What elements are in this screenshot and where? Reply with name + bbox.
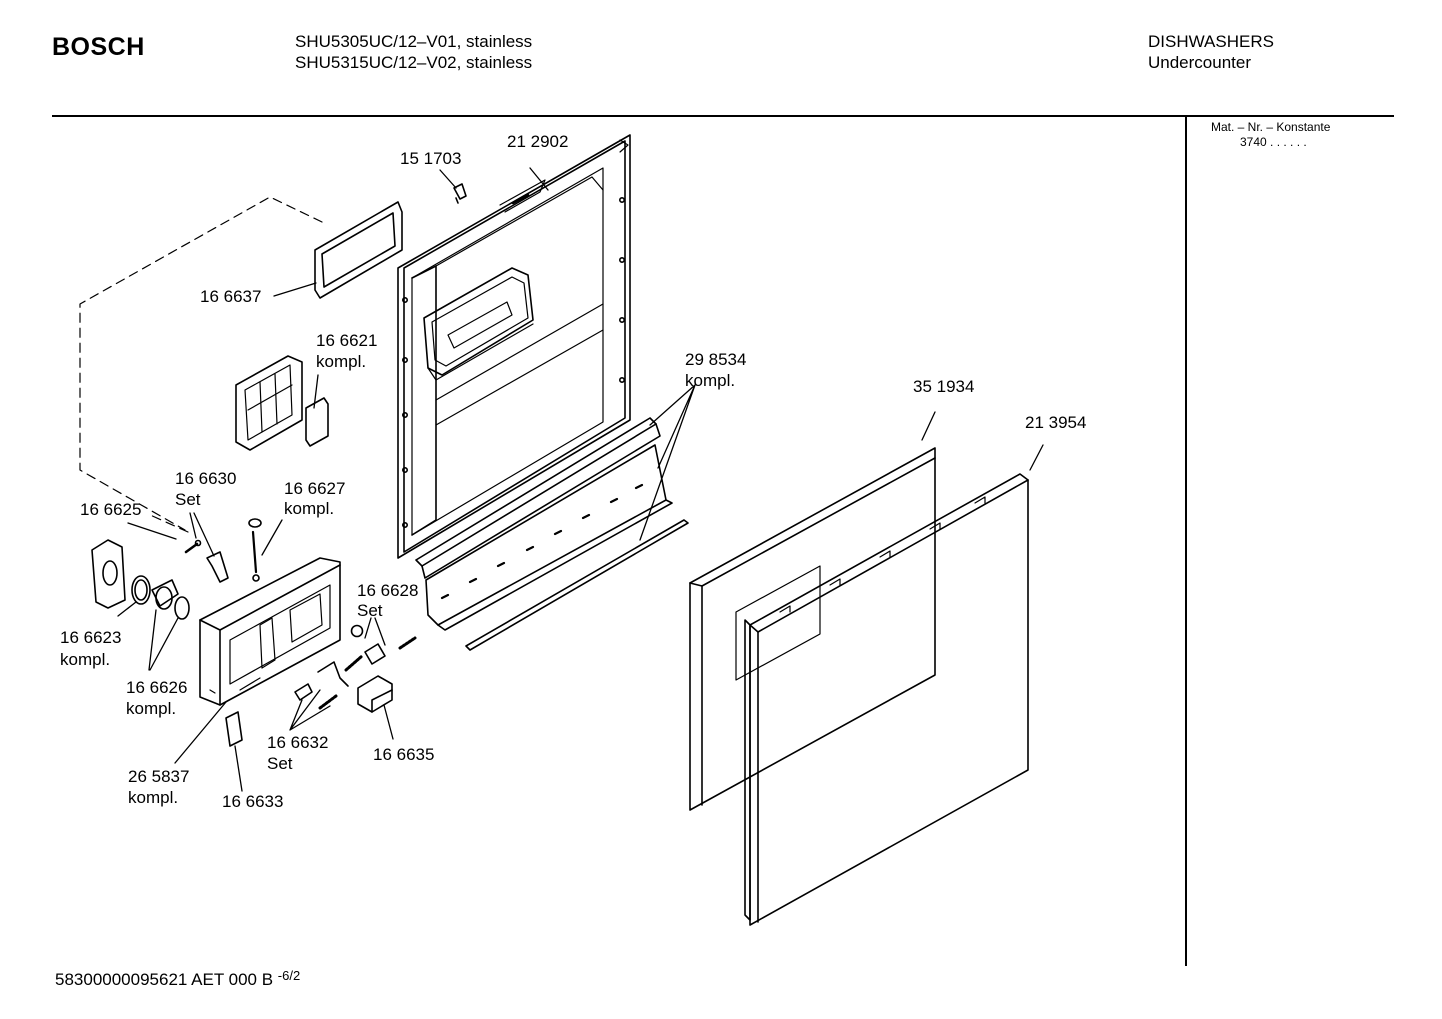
part-label-298534-suffix: kompl. xyxy=(685,371,735,390)
rod-166627 xyxy=(248,518,262,582)
panel-frame-166637 xyxy=(314,201,403,299)
part-label-166628: 16 6628 xyxy=(357,581,418,600)
material-number-value: 3740 . . . . . . xyxy=(1240,135,1307,149)
control-housing-265837 xyxy=(199,557,341,706)
brand-logo: BOSCH xyxy=(52,33,145,61)
clip-166633 xyxy=(225,711,243,747)
category-line: Undercounter xyxy=(1148,53,1252,72)
part-label-212902: 21 2902 xyxy=(507,132,568,151)
clip-set-166630 xyxy=(184,539,229,583)
part-label-166625: 16 6625 xyxy=(80,500,141,519)
part-label-166621: 16 6621 xyxy=(316,331,377,350)
part-label-166626: 16 6626 xyxy=(126,678,187,697)
model-line: SHU5315UC/12–V02, stainless xyxy=(295,53,533,72)
part-label-351934: 35 1934 xyxy=(913,377,974,396)
part-label-166635: 16 6635 xyxy=(373,745,434,764)
model-line: SHU5305UC/12–V01, stainless xyxy=(295,32,533,51)
dashed-group-outline xyxy=(79,196,323,533)
part-label-213954: 21 3954 xyxy=(1025,413,1086,432)
category-line: DISHWASHERS xyxy=(1148,32,1274,51)
part-label-166623-suffix: kompl. xyxy=(60,650,110,669)
bushing-166626 xyxy=(151,579,190,620)
part-label-166621-suffix: kompl. xyxy=(316,352,366,371)
part-label-151703: 15 1703 xyxy=(400,149,461,168)
spring-set-166628 xyxy=(350,624,417,665)
model-list: SHU5305UC/12–V01, stainless SHU5315UC/12… xyxy=(295,31,532,73)
screw-151703 xyxy=(453,183,467,204)
front-door-face-213954 xyxy=(744,473,1029,926)
page-number: -6/2 xyxy=(277,968,301,983)
part-label-265837-suffix: kompl. xyxy=(128,788,178,807)
material-number-block: Mat. – Nr. – Konstante 3740 . . . . . . xyxy=(1211,120,1330,150)
part-label-166633: 16 6633 xyxy=(222,792,283,811)
part-label-166628-suffix: Set xyxy=(357,601,383,620)
material-number-label: Mat. – Nr. – Konstante xyxy=(1211,120,1331,134)
leader-lines xyxy=(117,167,1044,792)
inner-door-panel xyxy=(397,134,631,559)
document-code: 58300000095621 AET 000 B xyxy=(55,970,274,989)
part-label-166627-suffix: kompl. xyxy=(284,499,334,518)
part-label-166632: 16 6632 xyxy=(267,733,328,752)
appliance-category: DISHWASHERS Undercounter xyxy=(1148,31,1274,73)
part-label-298534: 29 8534 xyxy=(685,350,746,369)
part-labels: 15 1703 21 2902 16 6637 16 6621 kompl. 2… xyxy=(60,132,1086,811)
part-label-166626-suffix: kompl. xyxy=(126,699,176,718)
microswitch-166635 xyxy=(357,675,393,713)
side-divider xyxy=(1185,116,1187,966)
door-seal-strip-298534 xyxy=(415,417,689,651)
part-label-166623: 16 6623 xyxy=(60,628,121,647)
part-label-166637: 16 6637 xyxy=(200,287,261,306)
sealing-ring-166623 xyxy=(131,575,151,605)
part-label-265837: 26 5837 xyxy=(128,767,189,786)
part-label-166627: 16 6627 xyxy=(284,479,345,498)
knob-cover-166625 xyxy=(91,539,126,609)
header-divider xyxy=(52,115,1394,117)
display-module-166621 xyxy=(235,355,329,451)
lever-set-166632 xyxy=(294,654,364,710)
part-label-166632-suffix: Set xyxy=(267,754,293,773)
part-label-166630-suffix: Set xyxy=(175,490,201,509)
part-label-166630: 16 6630 xyxy=(175,469,236,488)
outer-door-panel-351934 xyxy=(689,447,936,811)
document-footer: 58300000095621 AET 000 B -6/2 xyxy=(55,968,301,990)
